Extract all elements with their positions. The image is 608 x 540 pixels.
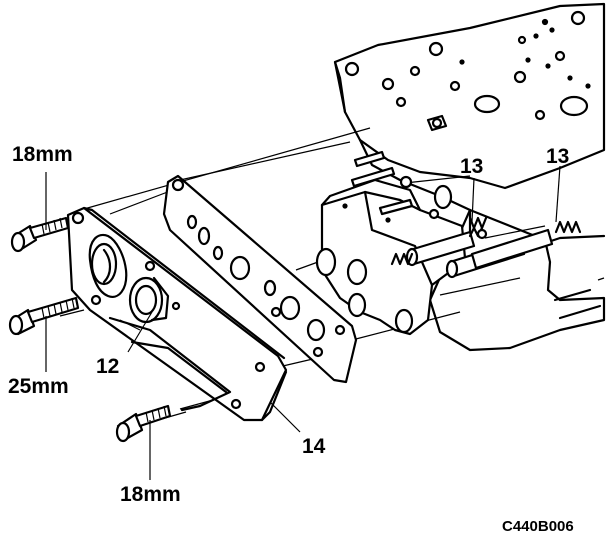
label-part-12: 12 <box>96 355 120 378</box>
gasket-plate <box>162 174 358 384</box>
label-part-14: 14 <box>302 435 326 458</box>
cover-plate <box>66 206 288 422</box>
label-part-13-right: 13 <box>546 145 570 168</box>
bolt-25mm <box>8 296 80 336</box>
label-part-13-left: 13 <box>460 155 484 178</box>
label-bolt-18mm-bottom: 18mm <box>120 483 181 506</box>
bolt-18mm-bottom <box>115 404 172 443</box>
figure-code: C440B006 <box>502 518 574 535</box>
label-bolt-18mm-top: 18mm <box>12 143 73 166</box>
solenoid-block <box>315 150 582 336</box>
bolt-18mm-top <box>10 216 70 253</box>
label-bolt-25mm: 25mm <box>8 375 69 398</box>
leader-lines <box>45 165 561 480</box>
